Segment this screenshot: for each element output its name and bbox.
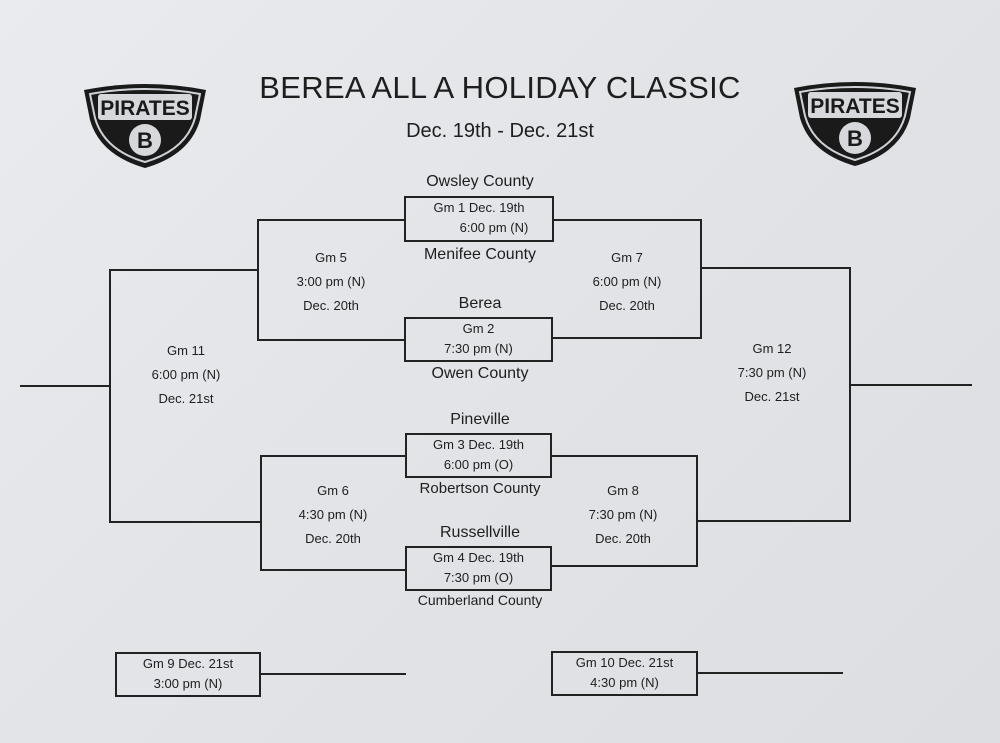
svg-text:PIRATES: PIRATES bbox=[100, 97, 189, 120]
gm9-time: 3:00 pm (N) bbox=[153, 676, 223, 691]
game-info-gm5: Gm 5 3:00 pm (N) Dec. 20th bbox=[276, 246, 386, 318]
gm4-time: 7:30 pm (O) bbox=[443, 570, 514, 585]
bracket-line-gm12 bbox=[697, 267, 851, 522]
team-pineville: Pineville bbox=[450, 411, 510, 428]
gm6-time: 4:30 pm (N) bbox=[298, 507, 368, 522]
game-box-gm1: Gm 1 Dec. 19th 6:00 pm (N) bbox=[404, 196, 554, 242]
game-info-gm8: Gm 8 7:30 pm (N) Dec. 20th bbox=[568, 479, 678, 551]
gm2-label: Gm 2 bbox=[462, 321, 495, 336]
page-title: BEREA ALL A HOLIDAY CLASSIC bbox=[259, 70, 741, 105]
svg-text:PIRATES: PIRATES bbox=[810, 95, 899, 118]
gm12-name: Gm 12 bbox=[752, 341, 792, 356]
gm11-date: Dec. 21st bbox=[158, 391, 214, 406]
game-box-gm4: Gm 4 Dec. 19th 7:30 pm (O) bbox=[405, 546, 552, 591]
bracket-line-gm5 bbox=[257, 219, 404, 341]
gm7-name: Gm 7 bbox=[611, 250, 643, 265]
pirates-logo-right: PIRATES B bbox=[790, 78, 920, 168]
gm10-label: Gm 10 Dec. 21st bbox=[575, 655, 674, 670]
bracket-line-gm7 bbox=[553, 219, 702, 339]
gm6-date: Dec. 20th bbox=[305, 531, 361, 546]
gm5-date: Dec. 20th bbox=[303, 298, 359, 313]
gm1-label: Gm 1 Dec. 19th bbox=[433, 200, 525, 215]
gm12-time: 7:30 pm (N) bbox=[737, 365, 807, 380]
game-info-gm6: Gm 6 4:30 pm (N) Dec. 20th bbox=[278, 479, 388, 551]
team-cumberland-county: Cumberland County bbox=[417, 592, 543, 608]
game-box-gm3: Gm 3 Dec. 19th 6:00 pm (O) bbox=[405, 433, 552, 478]
bracket-line-gm8 bbox=[552, 455, 698, 567]
gm6-name: Gm 6 bbox=[317, 483, 349, 498]
game-box-gm10: Gm 10 Dec. 21st 4:30 pm (N) bbox=[551, 651, 698, 696]
gm10-time: 4:30 pm (N) bbox=[590, 675, 659, 690]
gm7-time: 6:00 pm (N) bbox=[592, 274, 662, 289]
gm5-name: Gm 5 bbox=[315, 250, 347, 265]
team-owsley-county: Owsley County bbox=[426, 173, 534, 190]
team-russellville: Russellville bbox=[439, 524, 521, 541]
gm5-time: 3:00 pm (N) bbox=[296, 274, 366, 289]
gm9-label: Gm 9 Dec. 21st bbox=[142, 656, 234, 671]
gm12-date: Dec. 21st bbox=[744, 389, 800, 404]
gm3-label: Gm 3 Dec. 19th bbox=[432, 437, 525, 452]
game-info-gm11: Gm 11 6:00 pm (N) Dec. 21st bbox=[131, 339, 241, 411]
game-box-gm9: Gm 9 Dec. 21st 3:00 pm (N) bbox=[115, 652, 261, 697]
team-berea: Berea bbox=[458, 295, 502, 312]
svg-text:B: B bbox=[137, 128, 153, 153]
game-info-gm12: Gm 12 7:30 pm (N) Dec. 21st bbox=[717, 337, 827, 409]
game-box-gm2: Gm 2 7:30 pm (N) bbox=[404, 317, 553, 362]
bracket-line-gm6 bbox=[260, 455, 405, 571]
gm8-time: 7:30 pm (N) bbox=[588, 507, 658, 522]
gm8-date: Dec. 20th bbox=[595, 531, 651, 546]
gm1-time: 6:00 pm (N) bbox=[459, 220, 529, 235]
gm8-name: Gm 8 bbox=[607, 483, 639, 498]
gm3-time: 6:00 pm (O) bbox=[443, 457, 514, 472]
bracket-line-gm11 bbox=[109, 269, 261, 523]
team-owen-county: Owen County bbox=[431, 365, 529, 382]
svg-text:B: B bbox=[847, 126, 863, 151]
gm7-date: Dec. 20th bbox=[599, 298, 655, 313]
gm2-time: 7:30 pm (N) bbox=[444, 341, 513, 356]
team-menifee-county: Menifee County bbox=[423, 246, 537, 263]
team-robertson-county: Robertson County bbox=[419, 480, 541, 497]
page-subtitle-dates: Dec. 19th - Dec. 21st bbox=[406, 120, 594, 142]
gm11-time: 6:00 pm (N) bbox=[151, 367, 221, 382]
gm11-name: Gm 11 bbox=[166, 343, 206, 358]
pirates-logo-left: PIRATES B bbox=[80, 80, 210, 170]
game-info-gm7: Gm 7 6:00 pm (N) Dec. 20th bbox=[572, 246, 682, 318]
gm4-label: Gm 4 Dec. 19th bbox=[432, 550, 525, 565]
